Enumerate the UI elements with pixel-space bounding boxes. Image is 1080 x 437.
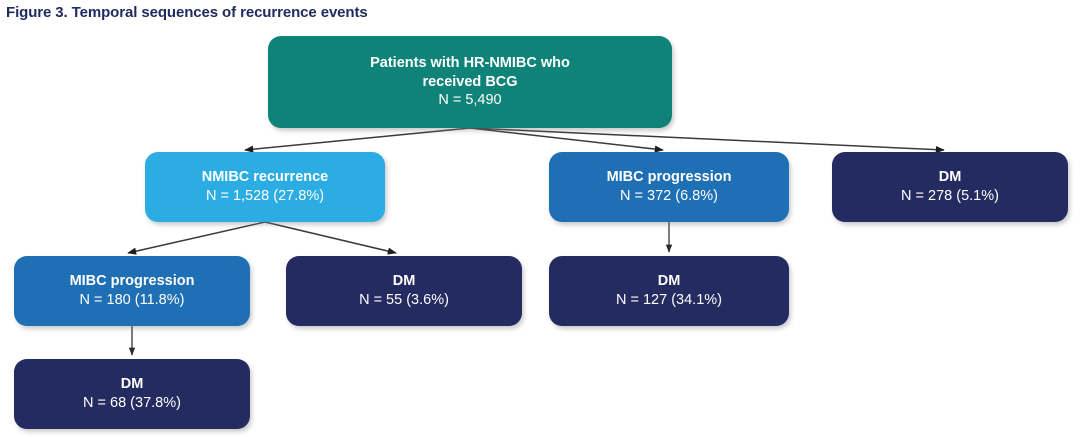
node-label-line1: Patients with HR-NMIBC who (370, 54, 570, 71)
node-mibc-progression-level3[interactable]: MIBC progression N = 180 (11.8%) (14, 256, 250, 326)
node-dm-level2[interactable]: DM N = 278 (5.1%) (832, 152, 1068, 222)
node-count: N = 180 (11.8%) (79, 292, 185, 308)
node-count: N = 55 (3.6%) (359, 292, 449, 308)
node-label: MIBC progression (69, 273, 195, 290)
node-count: N = 68 (37.8%) (83, 395, 181, 411)
node-nmibc-recurrence[interactable]: NMIBC recurrence N = 1,528 (27.8%) (145, 152, 385, 222)
node-label: DM (938, 169, 962, 186)
edge-nmibc-to-mibc-progression (127, 221, 266, 255)
node-label: NMIBC recurrence (201, 169, 329, 186)
edge-root-to-dm (469, 127, 945, 154)
node-dm-level3-from-mibc[interactable]: DM N = 127 (34.1%) (549, 256, 789, 326)
node-label: DM (120, 376, 144, 393)
node-label-line2: received BCG (422, 73, 518, 90)
node-count: N = 278 (5.1%) (901, 188, 999, 204)
edge-nmibc-to-dm (264, 221, 397, 255)
node-count: N = 1,528 (27.8%) (205, 188, 325, 204)
node-patients-hr-nmibc-bcg[interactable]: Patients with HR-NMIBC who received BCG … (268, 36, 672, 128)
node-dm-level4[interactable]: DM N = 68 (37.8%) (14, 359, 250, 429)
node-label: MIBC progression (606, 169, 732, 186)
node-count: N = 372 (6.8%) (620, 188, 718, 204)
node-dm-level3-from-nmibc[interactable]: DM N = 55 (3.6%) (286, 256, 522, 326)
node-count: N = 5,490 (438, 92, 502, 109)
edge-root-to-mibc-progression (469, 127, 664, 153)
node-label: DM (657, 273, 681, 290)
edge-root-to-nmibc-recurrence (244, 127, 471, 153)
node-label: DM (392, 273, 416, 290)
node-mibc-progression-level2[interactable]: MIBC progression N = 372 (6.8%) (549, 152, 789, 222)
node-count: N = 127 (34.1%) (616, 292, 722, 308)
figure-title: Figure 3. Temporal sequences of recurren… (6, 4, 368, 21)
